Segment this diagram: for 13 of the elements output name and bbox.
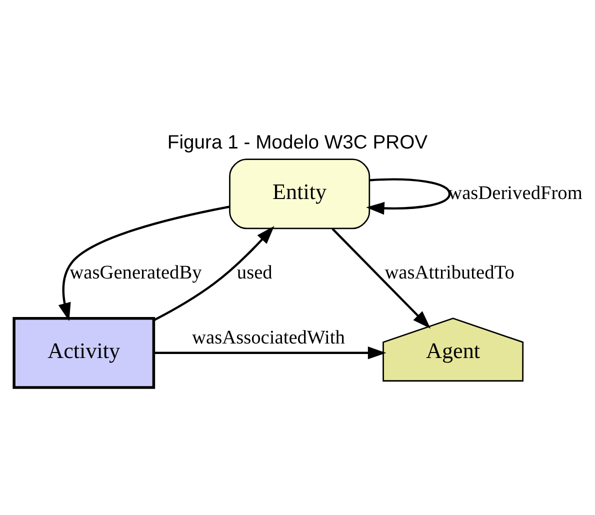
diagram-title: Figura 1 - Modelo W3C PROV: [167, 132, 428, 154]
node-box: Entity: [229, 158, 370, 230]
arrow: [154, 346, 386, 360]
node-box: Activity: [12, 316, 156, 389]
edge-label: wasAssociatedWith: [192, 328, 345, 348]
arrow: [366, 178, 451, 215]
edge-label: wasAttributedTo: [384, 262, 514, 284]
arrow: [153, 226, 274, 322]
edge-label: wasDerivedFrom: [448, 183, 582, 204]
arrow: [58, 206, 230, 322]
edge-label: used: [236, 262, 272, 284]
arrow: [332, 228, 431, 329]
edge-label: wasGeneratedBy: [70, 262, 202, 284]
